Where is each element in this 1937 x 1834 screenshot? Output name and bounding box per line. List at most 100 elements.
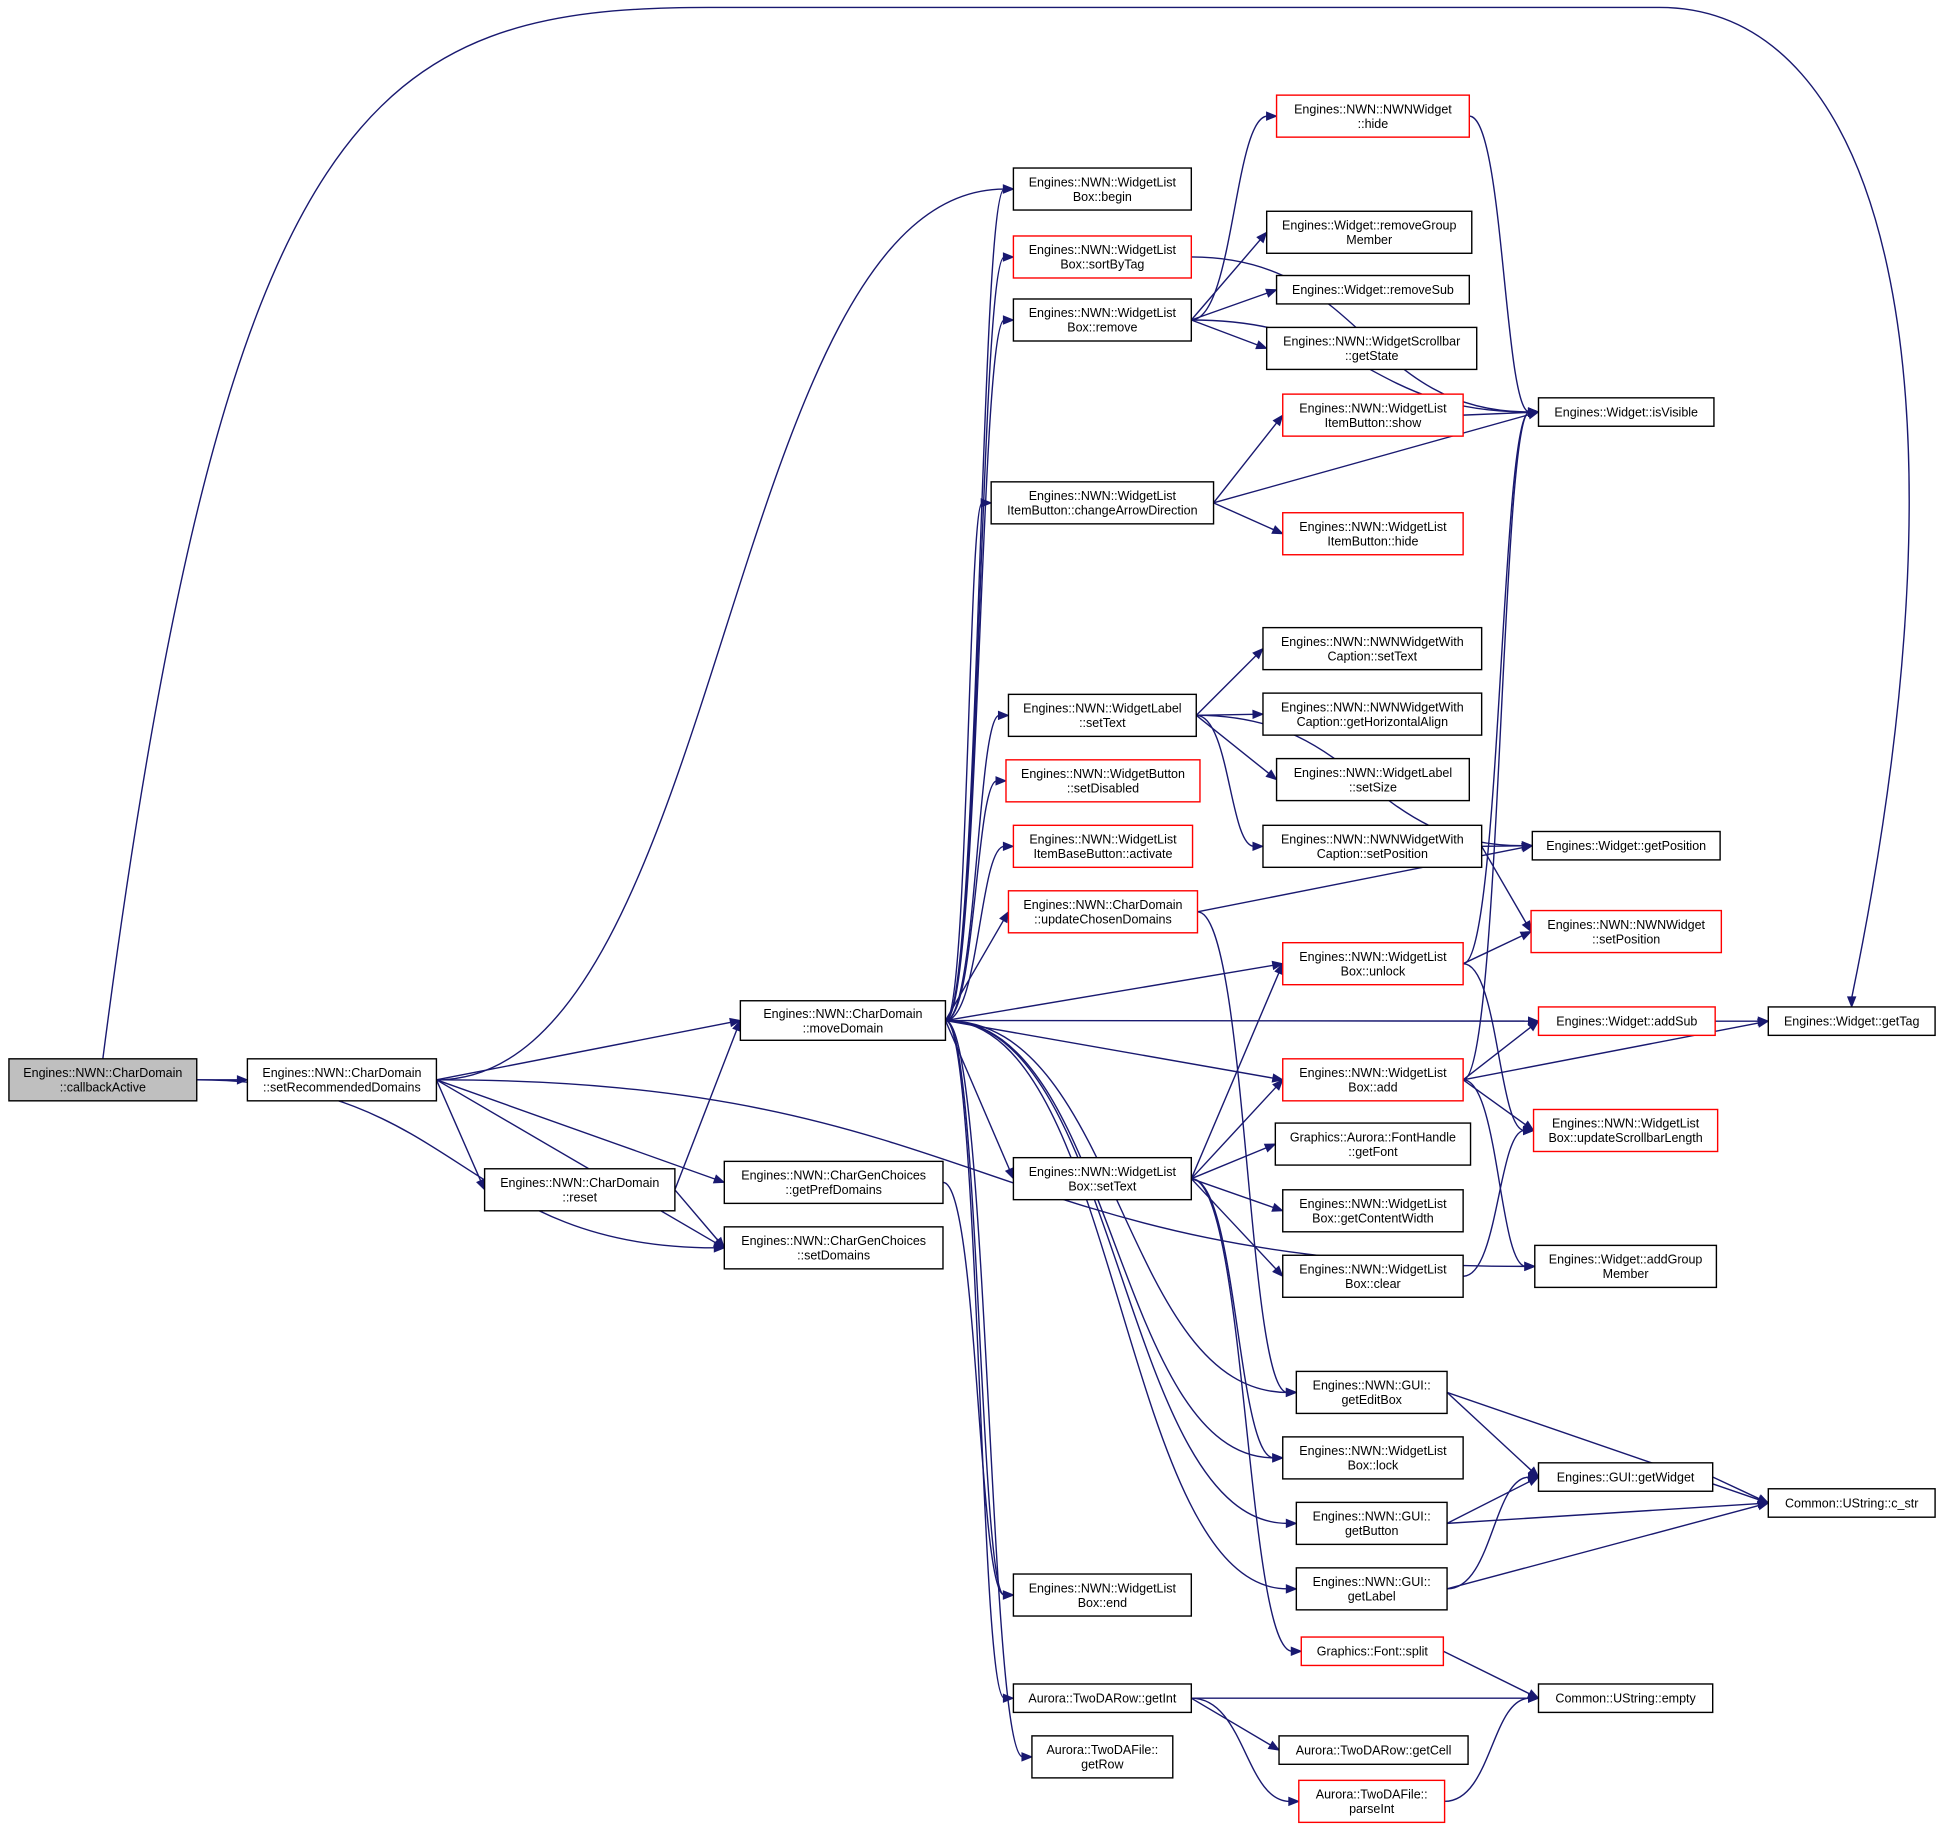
node-box bbox=[1265, 210, 1473, 254]
node-label: Box::clear bbox=[1345, 1277, 1401, 1291]
node-label: Caption::setText bbox=[1327, 649, 1417, 663]
node-removeSub[interactable]: Engines::Widget::removeSub bbox=[1275, 274, 1471, 305]
node-getPosition[interactable]: Engines::Widget::getPosition bbox=[1531, 830, 1721, 861]
node-box bbox=[723, 1160, 944, 1205]
node-box bbox=[1275, 757, 1471, 802]
node-wbSetDisabled[interactable]: Engines::NWN::WidgetButton::setDisabled bbox=[1005, 759, 1201, 803]
edge-wlbSetText-to-wlbUnlock bbox=[1190, 971, 1280, 1179]
node-label: Engines::NWN::CharGenChoices bbox=[741, 1234, 926, 1248]
node-wlbGetContentWidth[interactable]: Engines::NWN::WidgetListBox::getContentW… bbox=[1282, 1189, 1464, 1233]
node-getTag[interactable]: Engines::Widget::getTag bbox=[1767, 1006, 1936, 1037]
edge-wlibShow-to-isVisible bbox=[1463, 411, 1530, 416]
node-box bbox=[1012, 1573, 1193, 1617]
edge-tdfParseInt-to-ustrEmpty bbox=[1444, 1697, 1530, 1803]
edge-moveDomain-to-guiGetButton bbox=[945, 1019, 1288, 1525]
node-tdfGetRow[interactable]: Aurora::TwoDAFile::getRow bbox=[1031, 1735, 1174, 1779]
node-wlSetText[interactable]: Engines::NWN::WidgetLabel::setText bbox=[1007, 693, 1197, 738]
node-guiGetWidget[interactable]: Engines::GUI::getWidget bbox=[1537, 1462, 1714, 1492]
edge-guiGetLabel-to-guiGetWidget bbox=[1447, 1476, 1530, 1590]
node-label: ::setText bbox=[1079, 716, 1126, 730]
node-label: ::moveDomain bbox=[803, 1021, 884, 1035]
arrowhead bbox=[1002, 315, 1015, 325]
arrowhead bbox=[1002, 184, 1015, 194]
arrowhead bbox=[980, 498, 993, 508]
node-callbackActive[interactable]: Engines::NWN::CharDomain::callbackActive bbox=[8, 1058, 198, 1102]
node-label: ::setRecommendedDomains bbox=[263, 1081, 421, 1095]
node-updateScrollbarLength[interactable]: Engines::NWN::WidgetListBox::updateScrol… bbox=[1532, 1108, 1719, 1153]
node-label: Engines::NWN::NWNWidgetWith bbox=[1281, 635, 1464, 649]
node-setDomains[interactable]: Engines::NWN::CharGenChoices::setDomains bbox=[723, 1226, 944, 1270]
edge-getPrefDomains-to-wlbEnd bbox=[942, 1181, 1005, 1596]
node-guiGetLabel[interactable]: Engines::NWN::GUI::getLabel bbox=[1295, 1567, 1448, 1611]
node-label: Aurora::TwoDAFile:: bbox=[1316, 1788, 1428, 1802]
node-changeArrowDirection[interactable]: Engines::NWN::WidgetListItemButton::chan… bbox=[990, 481, 1215, 525]
node-tdfParseInt[interactable]: Aurora::TwoDAFile::parseInt bbox=[1298, 1779, 1446, 1824]
node-setRecommendedDomains[interactable]: Engines::NWN::CharDomain::setRecommended… bbox=[246, 1058, 438, 1102]
arrowhead bbox=[1252, 841, 1265, 852]
node-ustrCStr[interactable]: Common::UString::c_str bbox=[1767, 1488, 1936, 1518]
node-box bbox=[1295, 1567, 1448, 1611]
node-ustrEmpty[interactable]: Common::UString::empty bbox=[1537, 1683, 1714, 1714]
node-nwcSetText[interactable]: Engines::NWN::NWNWidgetWithCaption::setT… bbox=[1262, 626, 1483, 671]
node-nwcGetHAlign[interactable]: Engines::NWN::NWNWidgetWithCaption::getH… bbox=[1262, 692, 1483, 736]
node-getPrefDomains[interactable]: Engines::NWN::CharGenChoices::getPrefDom… bbox=[723, 1160, 944, 1205]
node-guiGetEditBox[interactable]: Engines::NWN::GUI::getEditBox bbox=[1295, 1370, 1448, 1415]
node-nwcSetPosition[interactable]: Engines::NWN::NWNWidgetWithCaption::setP… bbox=[1262, 824, 1483, 869]
node-nwnWidgetHide[interactable]: Engines::NWN::NWNWidget::hide bbox=[1275, 94, 1471, 138]
node-addSub[interactable]: Engines::Widget::addSub bbox=[1537, 1006, 1716, 1037]
node-box bbox=[1531, 830, 1721, 861]
node-label: Graphics::Font::split bbox=[1317, 1645, 1429, 1659]
node-box bbox=[1537, 1683, 1714, 1714]
arrowhead bbox=[1266, 111, 1278, 121]
node-label: Engines::NWN::WidgetList bbox=[1299, 401, 1447, 415]
node-label: Engines::Widget::removeSub bbox=[1292, 283, 1454, 297]
edge-tdrGetInt-to-tdfParseInt bbox=[1191, 1697, 1290, 1803]
node-label: Engines::NWN::WidgetList bbox=[1299, 520, 1447, 534]
arrowhead bbox=[1846, 996, 1857, 1009]
node-label: ItemButton::hide bbox=[1327, 534, 1418, 548]
node-label: ::getState bbox=[1345, 349, 1399, 363]
node-moveDomain[interactable]: Engines::NWN::CharDomain::moveDomain bbox=[739, 1000, 947, 1041]
node-wlibbActivate[interactable]: Engines::NWN::WidgetListItemBaseButton::… bbox=[1012, 824, 1194, 869]
node-label: Engines::NWN::WidgetList bbox=[1299, 950, 1447, 964]
node-isVisible[interactable]: Engines::Widget::isVisible bbox=[1537, 397, 1715, 427]
node-box bbox=[1767, 1006, 1936, 1037]
node-box bbox=[1265, 326, 1478, 371]
node-fhGetFont[interactable]: Graphics::Aurora::FontHandle::getFont bbox=[1274, 1122, 1472, 1166]
node-nwnWidgetSetPosition[interactable]: Engines::NWN::NWNWidget::setPosition bbox=[1530, 909, 1723, 954]
node-label: Engines::NWN::WidgetScrollbar bbox=[1283, 335, 1460, 349]
node-label: Common::UString::empty bbox=[1555, 1692, 1696, 1706]
edge-wlbClear-to-updateScrollbarLength bbox=[1463, 1129, 1525, 1277]
node-wsbGetState[interactable]: Engines::NWN::WidgetScrollbar::getState bbox=[1265, 326, 1478, 371]
node-label: Engines::NWN::WidgetList bbox=[1299, 1066, 1447, 1080]
arrowhead bbox=[999, 910, 1010, 924]
node-wlSetSize[interactable]: Engines::NWN::WidgetLabel::setSize bbox=[1275, 757, 1471, 802]
node-tdrGetInt[interactable]: Aurora::TwoDARow::getInt bbox=[1012, 1683, 1193, 1714]
node-fontSplit[interactable]: Graphics::Font::split bbox=[1300, 1636, 1445, 1667]
edge-wlbRemove-to-wsbGetState bbox=[1191, 319, 1259, 346]
arrowhead bbox=[1288, 1796, 1301, 1807]
node-updateChosenDomains[interactable]: Engines::NWN::CharDomain::updateChosenDo… bbox=[1007, 890, 1199, 934]
node-reset[interactable]: Engines::NWN::CharDomain::reset bbox=[483, 1168, 676, 1212]
arrowhead bbox=[1002, 841, 1015, 852]
node-guiGetButton[interactable]: Engines::NWN::GUI::getButton bbox=[1295, 1501, 1448, 1546]
edge-moveDomain-to-tdfGetRow bbox=[945, 1019, 1024, 1758]
node-label: Engines::NWN::WidgetButton bbox=[1021, 767, 1185, 781]
edge-moveDomain-to-wlbAdd bbox=[945, 1019, 1275, 1079]
node-box bbox=[1274, 1122, 1472, 1166]
node-tdrGetCell[interactable]: Aurora::TwoDARow::getCell bbox=[1278, 1735, 1469, 1765]
node-label: Engines::NWN::WidgetList bbox=[1299, 1197, 1447, 1211]
